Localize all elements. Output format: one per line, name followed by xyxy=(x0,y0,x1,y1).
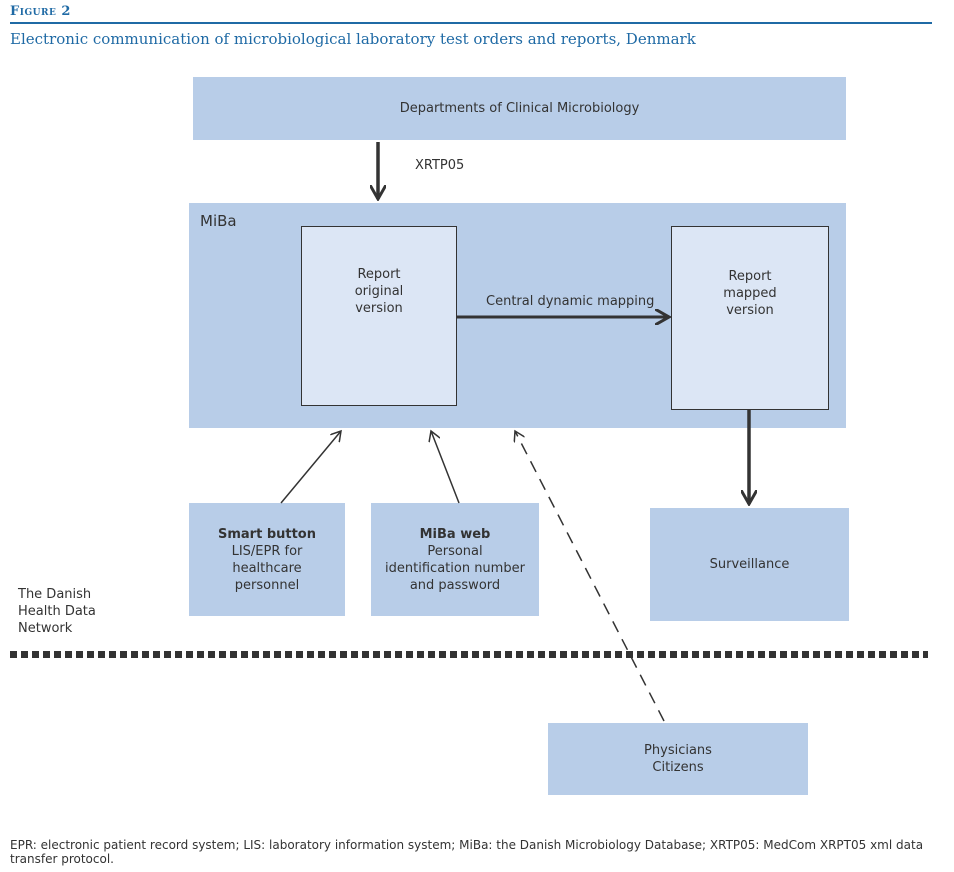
network-label: The Danish Health Data Network xyxy=(18,586,96,637)
surveillance-node: Surveillance xyxy=(650,508,849,621)
report-mapped-line-3: version xyxy=(726,302,774,318)
miba-web-node: MiBa web Personal identification number … xyxy=(371,503,539,616)
smart-button-node: Smart button LIS/EPR for healthcare pers… xyxy=(189,503,345,616)
smart-button-line-3: personnel xyxy=(234,577,300,593)
surveillance-label: Surveillance xyxy=(709,557,790,572)
figure-label: Figure 2 xyxy=(10,4,71,19)
departments-label: Departments of Clinical Microbiology xyxy=(399,101,640,116)
network-label-line-2: Health Data xyxy=(18,604,96,619)
network-label-line-1: The Danish xyxy=(18,587,92,602)
network-boundary-line xyxy=(10,651,928,658)
miba-web-title: MiBa web xyxy=(419,526,491,542)
report-original-node: Report original version xyxy=(301,226,457,406)
smart-button-line-2: healthcare xyxy=(232,560,302,576)
physicians-arrow xyxy=(515,431,665,722)
smart-button-arrow xyxy=(280,431,341,504)
miba-web-line-2: identification number xyxy=(385,560,525,576)
physicians-label: Physicians xyxy=(644,743,712,758)
miba-web-arrow xyxy=(431,431,460,504)
physicians-citizens-node: Physicians Citizens xyxy=(548,723,808,795)
miba-web-line-3: and password xyxy=(409,577,501,593)
footnote: EPR: electronic patient record system; L… xyxy=(10,838,924,866)
smart-button-line-1: LIS/EPR for xyxy=(231,543,303,559)
miba-web-line-1: Personal xyxy=(427,543,483,559)
report-mapped-node: Report mapped version xyxy=(671,226,829,410)
miba-label: MiBa xyxy=(200,212,237,230)
title-rule xyxy=(10,22,932,24)
mapping-label: Central dynamic mapping xyxy=(486,294,655,309)
report-original-line-2: original xyxy=(354,283,404,299)
report-mapped-line-1: Report xyxy=(728,268,772,284)
report-mapped-line-2: mapped xyxy=(723,285,777,301)
citizens-label: Citizens xyxy=(652,760,704,775)
departments-node: Departments of Clinical Microbiology xyxy=(193,77,846,140)
report-original-line-1: Report xyxy=(357,266,401,282)
xrtp05-label: XRTP05 xyxy=(415,158,465,173)
report-original-line-3: version xyxy=(355,300,403,316)
network-label-line-3: Network xyxy=(18,621,73,636)
figure-title: Electronic communication of microbiologi… xyxy=(10,30,696,48)
smart-button-title: Smart button xyxy=(217,526,316,542)
